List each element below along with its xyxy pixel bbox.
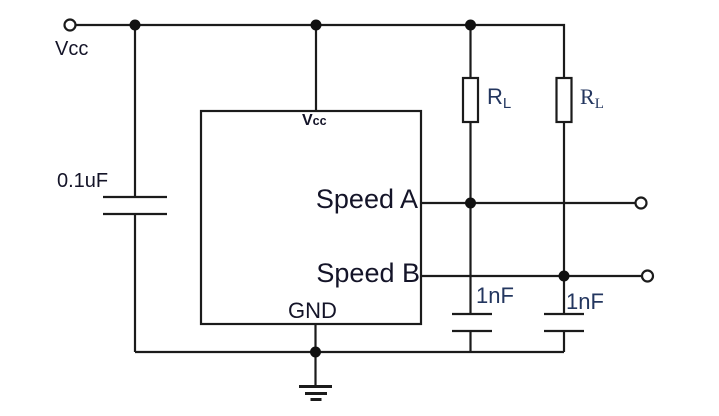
load-resistor-1-label-base: R	[487, 84, 503, 109]
load-resistor-2-label: RL	[580, 84, 604, 112]
junction-dot	[310, 346, 321, 358]
junction-dot	[129, 19, 141, 31]
vcc-supply-label: Vcc	[55, 38, 89, 60]
filter-capacitor-2-label: 1nF	[566, 289, 604, 314]
load-resistor-1-label-sub: L	[502, 95, 512, 112]
ic-vcc-pin-label-sub: cc	[312, 114, 327, 128]
bypass-capacitor-value-label: 0.1uF	[57, 170, 109, 192]
ic-vcc-pin-label: Vcc	[302, 112, 327, 130]
ic-vcc-pin-label-base: V	[302, 112, 313, 129]
junction-dot	[558, 270, 570, 282]
vcc-terminal	[63, 18, 77, 32]
ground-symbol	[299, 352, 332, 401]
junction-dot	[465, 197, 476, 209]
top-rail-wire	[76, 23, 566, 78]
load-resistor-2-label-sub: L	[594, 96, 604, 112]
ic-box	[199, 109, 423, 326]
load-resistor-2-symbol	[555, 76, 573, 314]
bypass-capacitor-symbol	[103, 25, 167, 352]
ic-speed-b-pin-label: Speed B	[316, 258, 420, 288]
load-resistor-1-symbol	[461, 25, 480, 314]
filter-capacitor-1-label: 1nF	[476, 283, 514, 308]
junction-dot	[465, 19, 476, 31]
ic-gnd-pin-label: GND	[288, 298, 337, 323]
filter-capacitor-1-symbol	[452, 312, 492, 352]
junction-dots	[129, 19, 570, 358]
junction-dot	[310, 19, 322, 31]
filter-capacitor-2-symbol	[544, 312, 584, 352]
ic-speed-a-pin-label: Speed A	[315, 184, 418, 214]
load-resistor-1-label: RL	[487, 84, 512, 112]
load-resistor-2-label-base: R	[580, 84, 595, 109]
speed-b-terminal	[640, 269, 655, 283]
speed-a-terminal	[634, 196, 648, 210]
